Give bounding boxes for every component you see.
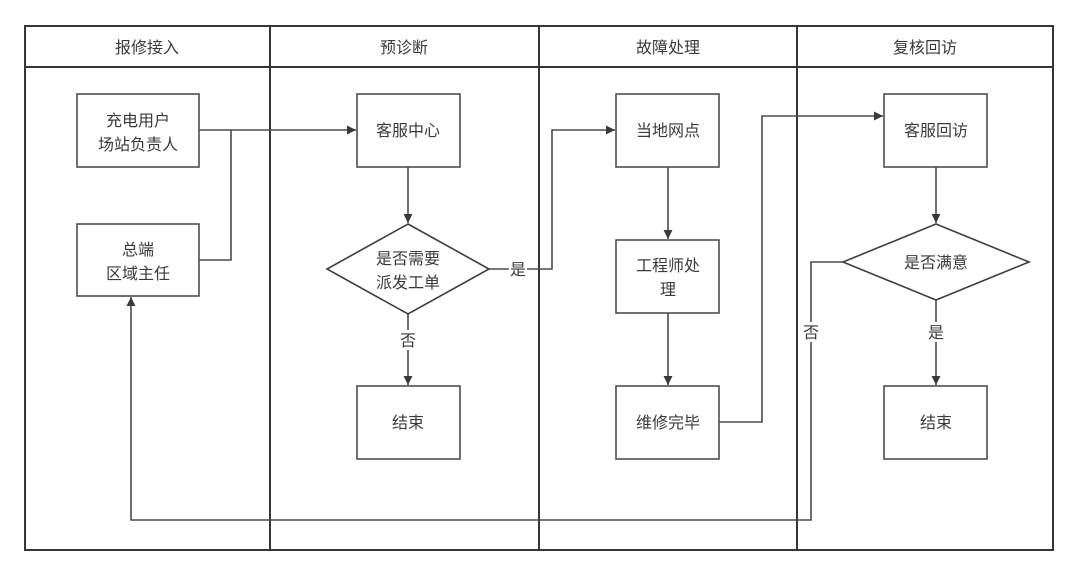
edge-labels: 是 否 是 否 [399, 259, 945, 350]
node-label-line: 理 [660, 280, 676, 299]
node-label-line: 区域主任 [106, 264, 170, 283]
lane-headers: 报修接入 预诊断 故障处理 复核回访 [115, 38, 957, 57]
lane-title-review-revisit: 复核回访 [893, 38, 957, 57]
node-label-line: 工程师处 [636, 256, 700, 275]
edge-label-satisfied-yes: 是 [928, 323, 944, 342]
node-label-line: 维修完毕 [636, 413, 700, 432]
edge-label-dispatch-yes: 是 [510, 260, 526, 279]
edge-label-dispatch-no: 否 [400, 331, 416, 350]
edge-dispatch-yes-to-local-outlet [489, 125, 615, 270]
node-label-line: 是否满意 [904, 253, 968, 272]
decision-dispatch-work-order[interactable]: 是否需要 派发工单 [325, 223, 491, 315]
edge-label-satisfied-no: 否 [803, 323, 819, 342]
node-label-line: 充电用户 [106, 111, 170, 130]
node-label-line: 客服回访 [904, 121, 968, 140]
node-label-line: 派发工单 [376, 273, 440, 292]
node-customer-service-center[interactable]: 客服中心 [356, 93, 461, 168]
decision-satisfied[interactable]: 是否满意 [840, 223, 1032, 301]
node-charging-user[interactable]: 充电用户 场站负责人 [76, 93, 200, 168]
node-label-line: 总端 [122, 240, 154, 259]
lane-title-prediagnosis: 预诊断 [380, 38, 428, 57]
node-label-line: 结束 [392, 413, 424, 432]
edge-hq-to-service-center [199, 130, 232, 261]
node-headquarters-regional-director[interactable]: 总端 区域主任 [76, 223, 200, 297]
node-label-line: 场站负责人 [98, 135, 178, 154]
edge-repair-done-to-revisit [719, 111, 883, 423]
node-label-line: 是否需要 [376, 249, 440, 268]
lane-title-intake: 报修接入 [115, 38, 179, 57]
swimlane-frame [24, 25, 1054, 551]
node-end-prediagnosis[interactable]: 结束 [356, 385, 461, 460]
node-customer-revisit[interactable]: 客服回访 [883, 93, 988, 168]
node-local-outlet[interactable]: 当地网点 [615, 93, 720, 168]
edge-satisfied-no-to-hq [126, 261, 843, 521]
node-end-review[interactable]: 结束 [883, 385, 988, 460]
node-label-line: 结束 [920, 413, 952, 432]
lane-title-fault-handling: 故障处理 [636, 38, 700, 57]
node-repair-complete[interactable]: 维修完毕 [615, 385, 720, 460]
node-engineer-handling[interactable]: 工程师处 理 [615, 239, 720, 314]
node-label-line: 当地网点 [636, 121, 700, 140]
node-label-line: 客服中心 [376, 121, 440, 140]
nodes: 充电用户 场站负责人 总端 区域主任 客服中心 是否需要 派发工单 结束 当地网… [76, 93, 1032, 460]
edges [126, 111, 941, 521]
